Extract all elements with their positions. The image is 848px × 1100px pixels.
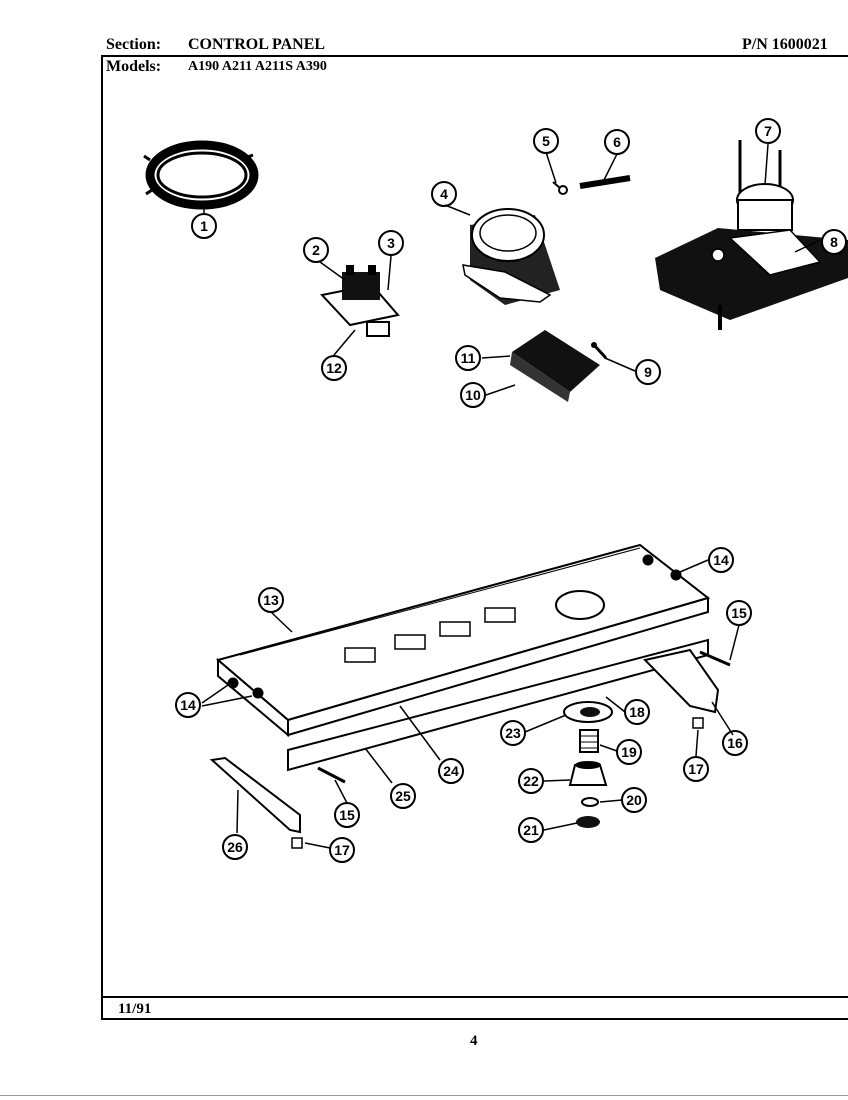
- callout-9: 9: [635, 359, 661, 385]
- callout-17: 17: [683, 756, 709, 782]
- part-4-timer: [462, 208, 560, 305]
- callout-19: 19: [616, 739, 642, 765]
- callout-number: 2: [312, 242, 320, 258]
- part-1-harness: [143, 140, 259, 210]
- callout-14: 14: [175, 692, 201, 718]
- frame-footer-rule: [101, 996, 848, 998]
- callout-number: 23: [505, 725, 521, 741]
- callout-number: 18: [629, 704, 645, 720]
- callout-number: 24: [443, 763, 459, 779]
- callout-18: 18: [624, 699, 650, 725]
- page-number: 4: [470, 1033, 478, 1049]
- part-7-8-motor-assembly: [655, 140, 848, 330]
- callout-number: 15: [731, 605, 747, 621]
- part-5-clip: [552, 181, 568, 195]
- callout-number: 1: [200, 218, 208, 234]
- callout-10: 10: [460, 382, 486, 408]
- callout-15: 15: [726, 600, 752, 626]
- section-value: CONTROL PANEL: [188, 36, 326, 53]
- callout-number: 22: [523, 773, 539, 789]
- part-number: P/N 1600021: [742, 36, 828, 53]
- callout-number: 19: [621, 744, 637, 760]
- callout-2: 2: [303, 237, 329, 263]
- callout-22: 22: [518, 768, 544, 794]
- callout-8: 8: [821, 229, 847, 255]
- scan-edge-rule: [0, 1095, 848, 1096]
- callout-number: 14: [180, 697, 196, 713]
- models-value: A190 A211 A211S A390: [188, 59, 327, 74]
- part-6-pin: [579, 175, 631, 189]
- part-26-bracket: [209, 756, 303, 849]
- callout-number: 13: [263, 592, 279, 608]
- knob-assembly: [563, 701, 613, 828]
- callout-number: 14: [713, 552, 729, 568]
- callout-25: 25: [390, 783, 416, 809]
- callout-number: 21: [523, 822, 539, 838]
- callout-number: 11: [461, 350, 476, 366]
- callout-number: 8: [830, 234, 838, 250]
- callout-number: 6: [613, 134, 621, 150]
- callout-12: 12: [321, 355, 347, 381]
- screws: [227, 554, 731, 784]
- callout-6: 6: [604, 129, 630, 155]
- frame-bottom-rule: [101, 1018, 848, 1020]
- part-12-switch-board: [320, 265, 400, 337]
- callout-number: 4: [440, 186, 448, 202]
- callout-24: 24: [438, 758, 464, 784]
- part-10-11-terminal-block: [510, 330, 608, 402]
- callout-number: 12: [326, 360, 342, 376]
- callout-23: 23: [500, 720, 526, 746]
- callout-1: 1: [191, 213, 217, 239]
- callout-7: 7: [755, 118, 781, 144]
- callout-number: 15: [339, 807, 355, 823]
- callout-number: 26: [227, 839, 243, 855]
- callout-number: 7: [764, 123, 772, 139]
- callout-number: 10: [465, 387, 481, 403]
- callout-number: 16: [727, 735, 743, 751]
- callout-number: 17: [688, 761, 704, 777]
- callout-15: 15: [334, 802, 360, 828]
- callout-3: 3: [378, 230, 404, 256]
- callout-21: 21: [518, 817, 544, 843]
- callout-26: 26: [222, 834, 248, 860]
- callout-20: 20: [621, 787, 647, 813]
- part-16-bracket: [643, 648, 720, 714]
- callout-11: 11: [455, 345, 481, 371]
- callout-number: 9: [644, 364, 652, 380]
- callout-number: 5: [542, 133, 550, 149]
- callout-5: 5: [533, 128, 559, 154]
- leader-lines: [201, 143, 821, 849]
- part-24-console-frame: [215, 543, 711, 738]
- callout-number: 25: [395, 788, 411, 804]
- callout-16: 16: [722, 730, 748, 756]
- callout-number: 3: [387, 235, 395, 251]
- callout-number: 17: [334, 842, 350, 858]
- frame-top-rule: [101, 55, 848, 57]
- callout-number: 20: [626, 792, 642, 808]
- models-label: Models:: [106, 58, 162, 75]
- callout-4: 4: [431, 181, 457, 207]
- callout-14: 14: [708, 547, 734, 573]
- callout-17: 17: [329, 837, 355, 863]
- footer-date: 11/91: [118, 1001, 152, 1017]
- frame-left-rule: [101, 55, 103, 1020]
- section-label: Section:: [106, 36, 162, 53]
- callout-13: 13: [258, 587, 284, 613]
